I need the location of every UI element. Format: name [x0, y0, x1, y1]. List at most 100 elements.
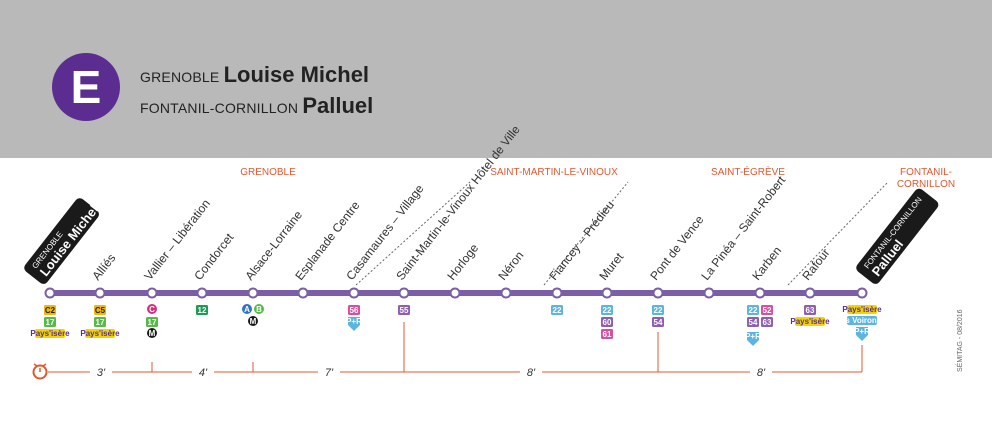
connection-chip — [601, 317, 613, 327]
connection-chip-label: 54 — [654, 318, 663, 327]
stop-marker — [551, 287, 563, 299]
connection-chip — [196, 305, 208, 315]
connection-chip-label: B — [256, 305, 262, 314]
stop-marker — [754, 287, 766, 299]
zone-label-fontanil-2: CORNILLON — [897, 179, 955, 190]
connection-chip — [44, 317, 56, 327]
connection-chip — [248, 316, 258, 326]
connection-chip — [601, 305, 613, 315]
time-segment: 4' — [199, 367, 208, 379]
connection-chip — [747, 317, 759, 327]
connection-chip-label: P+R — [745, 332, 761, 341]
connection-chip-label: Pays'isère — [790, 317, 830, 326]
connection-chip — [398, 305, 410, 315]
connection-chip — [795, 317, 825, 326]
connection-chip-label: 22 — [603, 306, 612, 315]
stop-marker — [449, 287, 461, 299]
connection-chip-label: 56 — [350, 306, 359, 315]
destination-city: FONTANIL-CORNILLON — [140, 100, 299, 116]
stop-marker — [601, 287, 613, 299]
connection-chip — [85, 329, 115, 338]
connection-chip — [804, 305, 816, 315]
connection-chip — [761, 305, 773, 315]
connection-chip-label: 17 — [148, 318, 157, 327]
stop-label-group: Rafour — [799, 246, 832, 283]
connection-chip — [94, 317, 106, 327]
connection-chip-label: P+R — [346, 317, 362, 326]
zone-label-fontanil-1: FONTANIL- — [900, 167, 952, 178]
connection-chip-label: Pays Voironnais — [831, 316, 893, 325]
connection-chip-label: C — [149, 305, 155, 314]
origin-city: GRENOBLE — [140, 69, 220, 85]
stop-marker — [652, 287, 664, 299]
connection-chip — [847, 316, 877, 325]
stop-marker — [297, 287, 309, 299]
stop-marker — [196, 287, 208, 299]
stop-marker — [500, 287, 512, 299]
header-banner — [0, 0, 992, 158]
connection-chip — [348, 305, 360, 315]
timeline: 3' 4' 7' 8' 8' — [32, 322, 863, 380]
connection-chip — [242, 304, 252, 314]
destination-stop: Palluel — [302, 93, 374, 118]
connection-chip-label: 63 — [806, 306, 815, 315]
time-segment: 8' — [757, 367, 766, 379]
stop-label-group: Condorcet — [191, 230, 237, 283]
connection-chip-label: 61 — [603, 330, 612, 339]
stop-label: Condorcet — [191, 230, 237, 283]
stop-label: Muret — [596, 250, 626, 283]
connection-chip — [94, 305, 106, 315]
connection-chip-label: Pays'isère — [842, 305, 882, 314]
stop-label: Karben — [749, 244, 784, 283]
stop-label: Rafour — [799, 246, 832, 283]
connection-chip-label: 60 — [603, 318, 612, 327]
connection-chip — [856, 327, 868, 341]
connection-chip-label: 54 — [749, 318, 758, 327]
connection-chip-label: M — [250, 317, 257, 326]
stop-label: Néron — [495, 248, 526, 282]
origin-stop: Louise Michel — [223, 62, 370, 87]
connection-chip-label: P+R — [854, 327, 870, 336]
connection-chip-label: C2 — [45, 306, 56, 315]
zone-label-saint-martin: SAINT-MARTIN-LE-VINOUX — [490, 167, 618, 178]
stop-label-group: La Pinéa – Saint-Robert — [698, 173, 788, 283]
stop-label: Pont de Vence — [647, 212, 706, 282]
destination-line: FONTANIL-CORNILLON Palluel — [140, 93, 373, 119]
stop-marker — [804, 287, 816, 299]
connection-chip-label: 22 — [749, 306, 758, 315]
connection-chip — [652, 317, 664, 327]
time-segment: 7' — [325, 367, 334, 379]
origin-line: GRENOBLE Louise Michel — [140, 62, 369, 88]
stop-marker — [348, 287, 360, 299]
connection-chip — [146, 317, 158, 327]
connection-chip-label: C5 — [95, 306, 106, 315]
time-segment: 8' — [527, 367, 536, 379]
connection-chip-label: 55 — [400, 306, 409, 315]
credit-text: SÉMITAG - 08/2016 — [955, 309, 964, 372]
connection-chip-label: 17 — [96, 318, 105, 327]
connection-chip — [761, 317, 773, 327]
connection-chip-label: Pays'isère — [80, 329, 120, 338]
timer-icon — [32, 363, 48, 380]
connection-chip-label: 52 — [763, 306, 772, 315]
terminus-right: FONTANIL-CORNILLON Palluel — [856, 188, 939, 284]
connection-chip-label: A — [244, 305, 250, 314]
stop-label: La Pinéa – Saint-Robert — [698, 173, 788, 283]
connection-chip-label: 17 — [46, 318, 55, 327]
stop-label: Allíés — [89, 251, 118, 283]
stop-marker — [94, 287, 106, 299]
stop-label: Horloge — [444, 241, 481, 283]
stop-marker — [703, 287, 715, 299]
time-segment: 3' — [97, 367, 106, 379]
zone-boundary-1 — [355, 181, 471, 286]
connection-chip-label: 22 — [553, 306, 562, 315]
stop-label-group: Karben — [749, 244, 784, 283]
stop-marker — [146, 287, 158, 299]
connection-chip — [847, 305, 877, 314]
stop-marker — [398, 287, 410, 299]
connection-chip-label: M — [149, 329, 156, 338]
line-badge: E — [52, 53, 120, 121]
stop-label-group: Horloge — [444, 241, 481, 283]
connection-chip — [348, 317, 360, 331]
